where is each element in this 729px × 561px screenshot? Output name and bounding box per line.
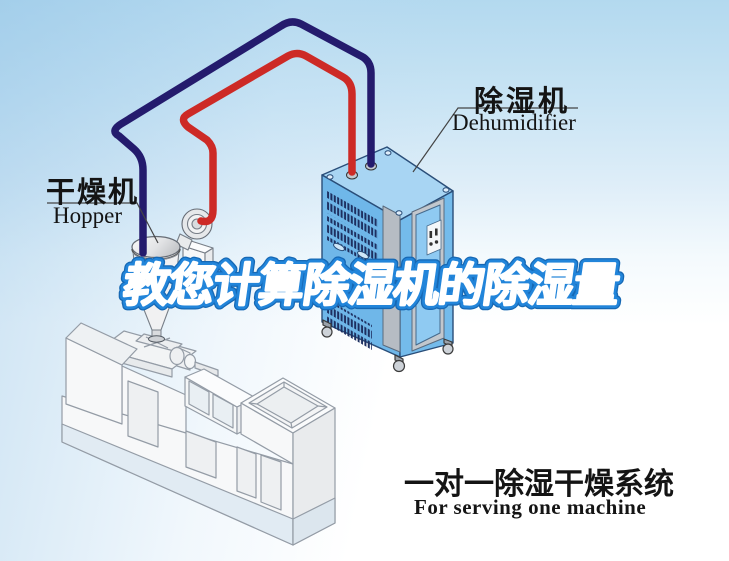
molding-machine-illustration: [61, 322, 336, 546]
dehumidifier-illustration: [321, 146, 454, 373]
dehu-pillar: [382, 205, 401, 353]
dehu-knob-2: [434, 240, 439, 244]
dehu-vent-band-3: [327, 299, 372, 350]
barrel-disc: [169, 346, 185, 366]
hose-red: [179, 49, 356, 226]
machine-right-skirt: [292, 497, 336, 546]
hopper-label-en: Hopper: [53, 203, 122, 228]
blower-assembly: [175, 208, 214, 293]
dehu-vent-band-1: [327, 191, 378, 242]
barrel-rod: [194, 361, 219, 377]
hose-blue: [111, 18, 375, 257]
machine-leftbox-slope: [65, 322, 138, 366]
dehumidifier-label-zh: 除湿机: [473, 86, 570, 118]
headline-outline-dark: 教您计算除湿机的除湿量: [120, 259, 622, 311]
barrel-disc2: [183, 353, 197, 370]
caption-en: For serving one machine: [414, 495, 647, 519]
headline-outline: 教您计算除湿机的除湿量: [120, 259, 622, 311]
dehu-button-1: [429, 231, 433, 238]
dehu-control-panel: [426, 219, 442, 256]
dehu-wheels: [321, 319, 454, 373]
hopper-pointer-line: [47, 202, 159, 244]
hopper-flange: [148, 335, 165, 343]
dehumidifier-label-en: Dehumidifier: [452, 110, 576, 135]
dehu-bolt-3: [442, 187, 450, 193]
machine-panel-2: [185, 430, 217, 479]
machine-guard-pane1: [188, 380, 210, 416]
hopper-rim2: [132, 252, 180, 261]
dehu-knob-1: [429, 242, 433, 246]
dehu-bolt-4: [395, 210, 403, 216]
dehumidifier-pointer-line: [412, 107, 578, 173]
machine-panel-1: [127, 380, 159, 448]
dehu-bolt-2: [384, 150, 392, 156]
hopper-label-zh: 干燥机: [46, 177, 140, 209]
dehu-slot-2: [357, 250, 369, 260]
headline: 教您计算除湿机的除湿量: [120, 259, 622, 311]
dehu-button-2: [435, 228, 438, 236]
caption-zh: 一对一除湿干燥系统: [404, 468, 674, 501]
dehu-bolt-1: [326, 174, 334, 180]
machine-panel-3: [236, 446, 257, 499]
blower-stand-hole: [189, 257, 199, 271]
dehu-slot-1: [333, 242, 345, 252]
machine-panel-4: [260, 454, 282, 511]
dehu-handle: [413, 283, 418, 287]
